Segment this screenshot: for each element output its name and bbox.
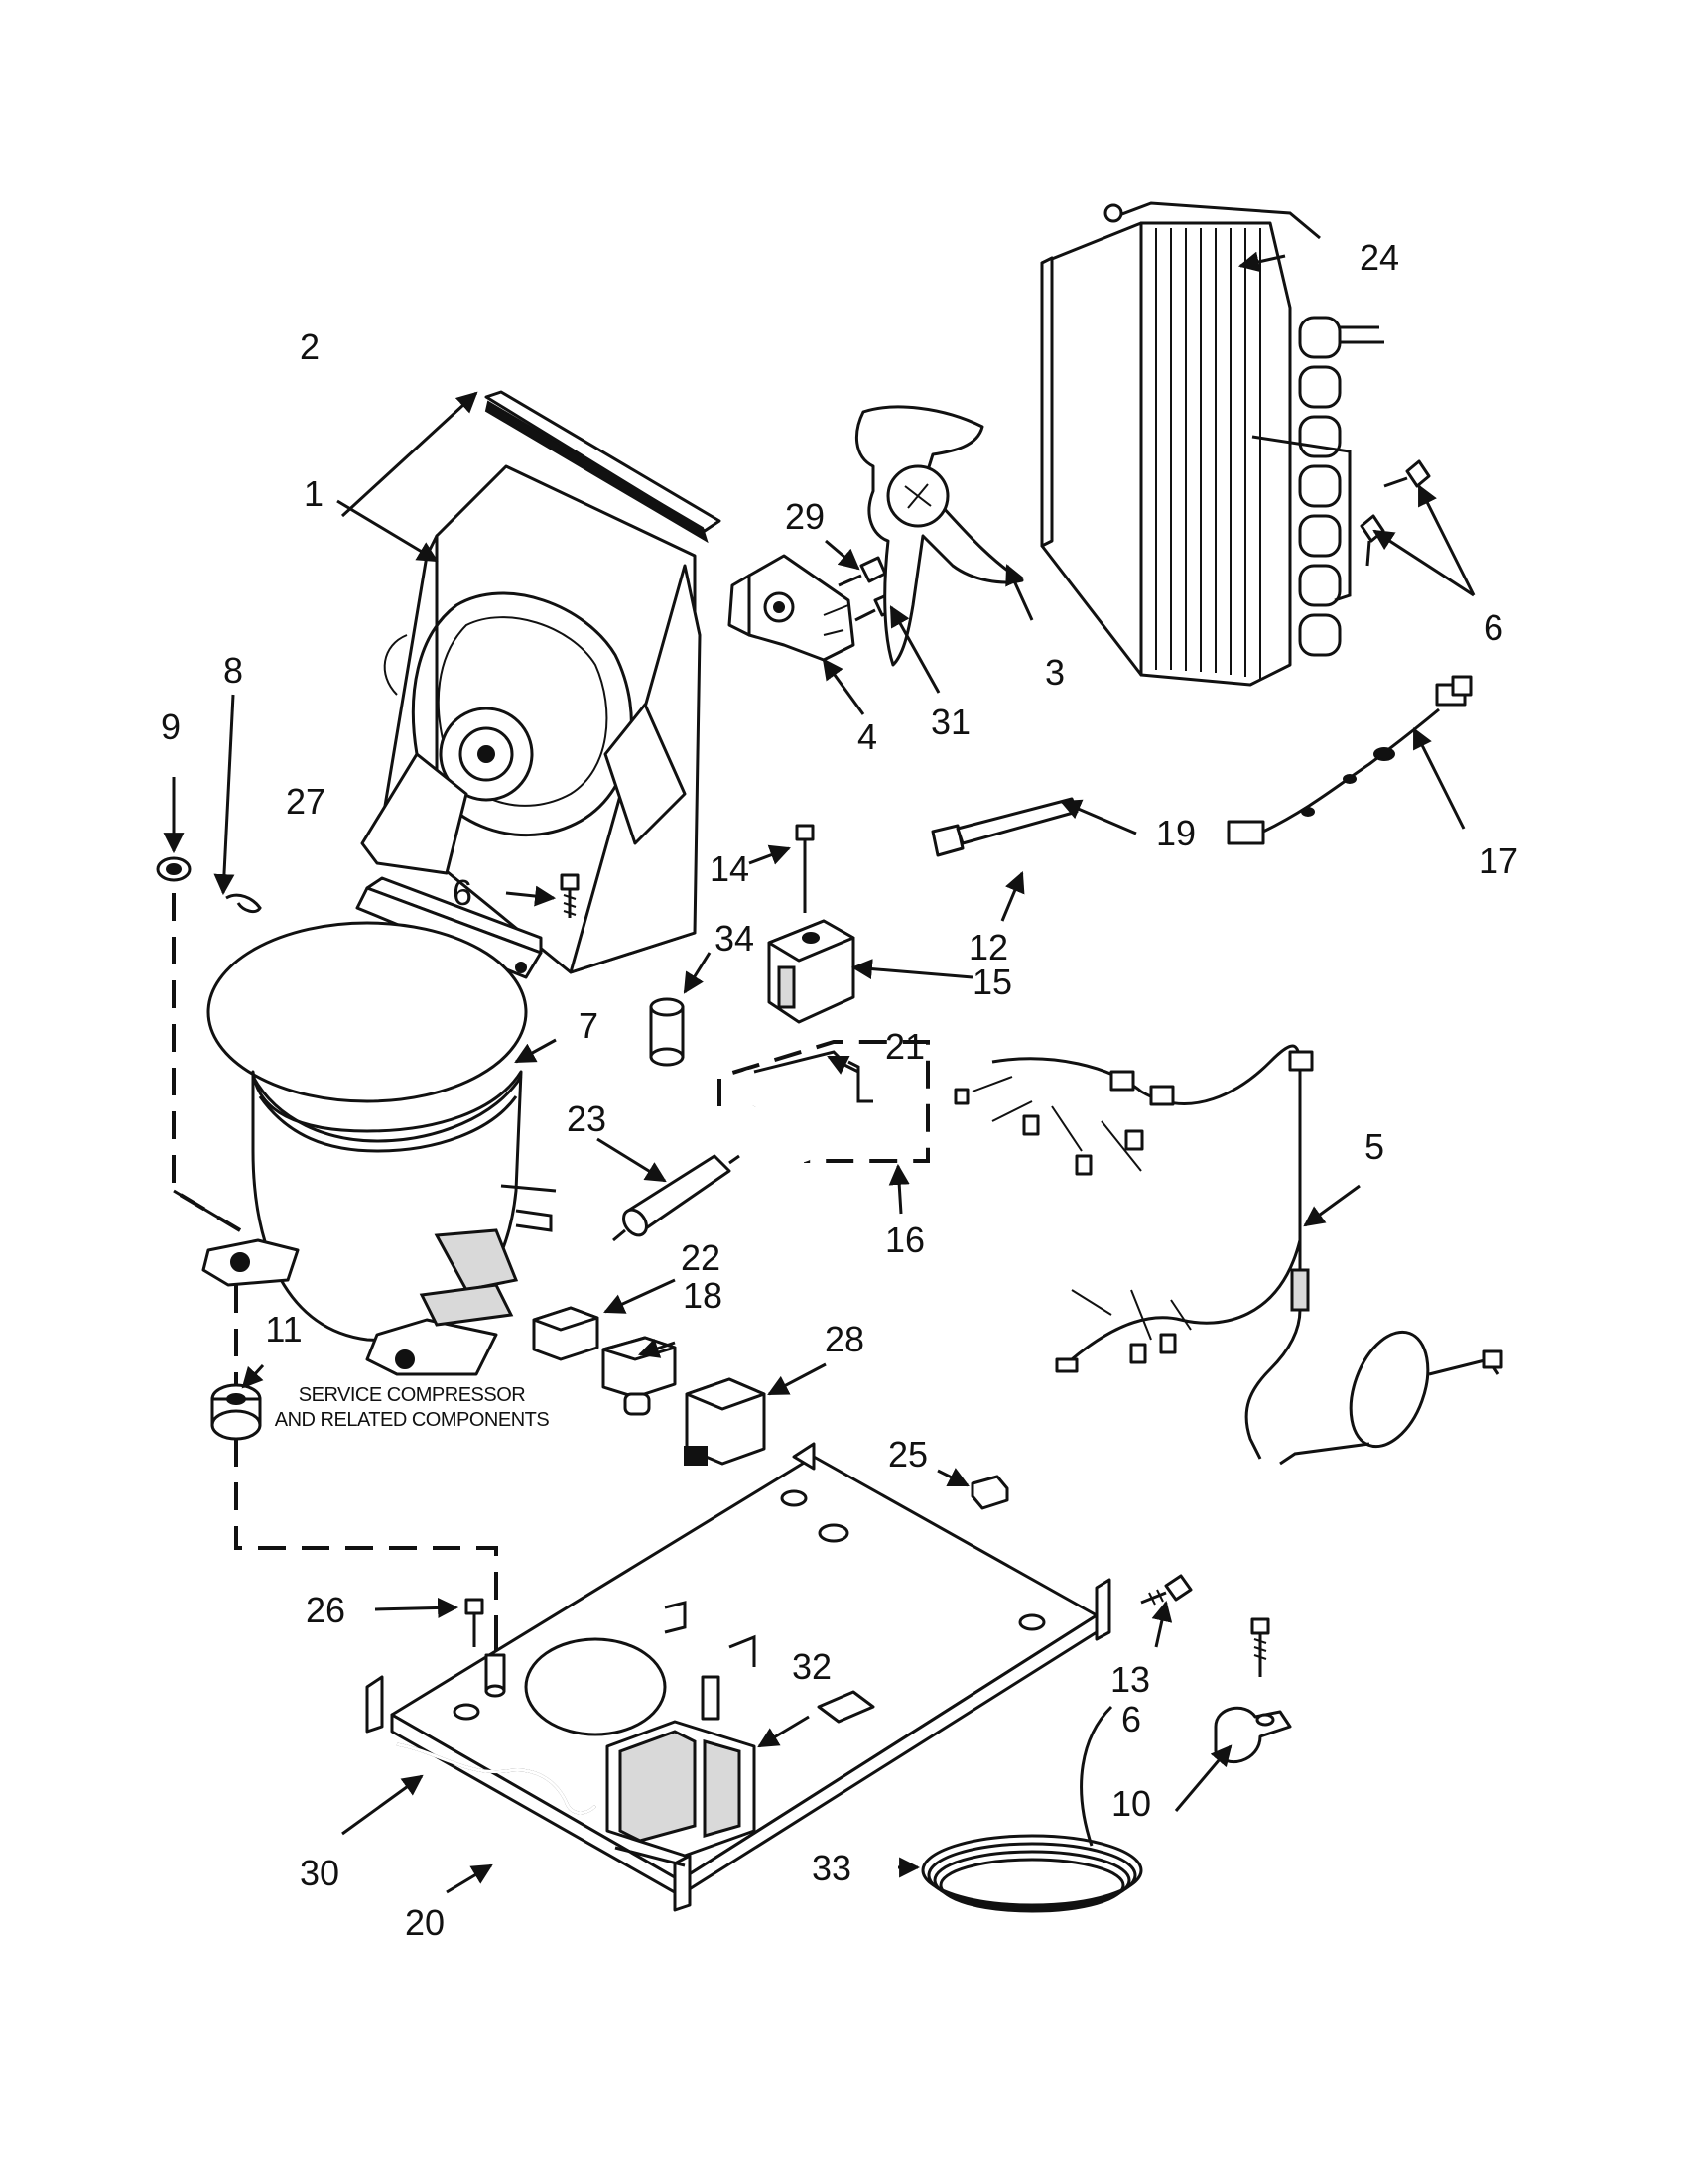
callout-22: 22 xyxy=(681,1237,720,1278)
part-17-wire-harness xyxy=(1227,675,1473,845)
callout-31: 31 xyxy=(931,702,971,742)
service-compressor-note: SERVICE COMPRESSOR AND RELATED COMPONENT… xyxy=(275,1384,550,1431)
callout-4: 4 xyxy=(857,716,877,757)
callout-18: 18 xyxy=(683,1275,722,1316)
callout-17: 17 xyxy=(1479,840,1518,881)
callout-33: 33 xyxy=(812,1848,851,1888)
note-line-2: AND RELATED COMPONENTS xyxy=(275,1409,550,1431)
callout-19: 19 xyxy=(1156,813,1196,853)
callout-34: 34 xyxy=(714,918,754,959)
callout-25: 25 xyxy=(888,1434,928,1475)
callout-labels: 1 2 3 4 5 6 6 6 7 8 9 10 11 12 13 14 15 … xyxy=(161,237,1518,1943)
part-19-cable-tie xyxy=(931,797,1079,857)
callout-12: 12 xyxy=(969,927,1008,967)
part-9-washer xyxy=(156,856,192,882)
callout-11: 11 xyxy=(265,1309,302,1349)
part-11-grommet xyxy=(210,1383,262,1441)
callout-5: 5 xyxy=(1364,1126,1384,1167)
part-24-condenser xyxy=(1040,201,1384,687)
part-10-tube-clamp xyxy=(1214,1706,1292,1764)
part-15-solenoid xyxy=(767,919,855,1024)
callout-6-clamp: 6 xyxy=(1121,1699,1141,1739)
callout-8: 8 xyxy=(223,650,243,691)
part-1-fan-shroud xyxy=(360,464,702,974)
part-14-screw xyxy=(795,824,815,913)
callout-15: 15 xyxy=(973,962,1012,1002)
part-27-gasket xyxy=(355,876,543,979)
callout-2: 2 xyxy=(300,326,320,367)
part-32-water-valve xyxy=(605,1675,756,1867)
part-5-main-harness xyxy=(954,1044,1503,1466)
callout-21: 21 xyxy=(885,1026,925,1067)
callout-23: 23 xyxy=(567,1098,606,1139)
callout-10: 10 xyxy=(1111,1783,1151,1824)
callout-24: 24 xyxy=(1360,237,1399,278)
callout-32: 32 xyxy=(792,1646,832,1687)
callout-leaders xyxy=(163,251,1476,1894)
callout-3: 3 xyxy=(1045,652,1065,693)
part-13-screw xyxy=(1140,1574,1193,1606)
part-20-base-pan xyxy=(365,1442,1111,1912)
callout-14: 14 xyxy=(710,848,749,889)
part-34-sleeve xyxy=(649,997,685,1067)
callout-7: 7 xyxy=(579,1005,598,1046)
part-25-clip xyxy=(971,1475,1009,1510)
part-6-screw-condenser-lower xyxy=(1360,514,1385,567)
callout-1: 1 xyxy=(304,473,324,514)
callout-13: 13 xyxy=(1110,1659,1150,1700)
callout-28: 28 xyxy=(825,1319,864,1359)
part-23-filter-drier xyxy=(612,1154,740,1242)
callout-16: 16 xyxy=(885,1220,925,1260)
part-26-screw xyxy=(464,1598,484,1647)
part-12-tube xyxy=(1008,894,1118,947)
part-6-screw-shroud xyxy=(560,873,580,918)
part-29-screw xyxy=(838,556,887,587)
part-7-compressor xyxy=(201,921,557,1376)
callout-20: 20 xyxy=(405,1902,445,1943)
callout-29: 29 xyxy=(785,496,825,537)
part-6-screw-clamp xyxy=(1250,1617,1270,1677)
part-28-capacitor xyxy=(684,1377,766,1466)
part-4-fan-motor xyxy=(727,554,855,662)
part-2-seal-strip xyxy=(484,390,721,544)
callout-6-condenser: 6 xyxy=(1484,607,1503,648)
callout-9: 9 xyxy=(161,707,181,747)
part-33-tubing-coil xyxy=(921,1705,1143,1913)
callout-30: 30 xyxy=(300,1853,339,1893)
part-16-valve-assembly xyxy=(717,1040,930,1164)
callout-27: 27 xyxy=(286,781,325,822)
callout-26: 26 xyxy=(306,1590,345,1630)
compressor-mount-post xyxy=(484,1653,506,1698)
note-line-1: SERVICE COMPRESSOR xyxy=(299,1384,526,1406)
part-22-overload xyxy=(532,1306,599,1361)
callout-6-shroud: 6 xyxy=(453,872,472,913)
part-8-clip xyxy=(225,893,262,914)
part-3-fan-blade xyxy=(854,405,1024,667)
part-18-relay xyxy=(601,1336,677,1416)
part-6-screw-condenser-upper xyxy=(1383,459,1431,488)
